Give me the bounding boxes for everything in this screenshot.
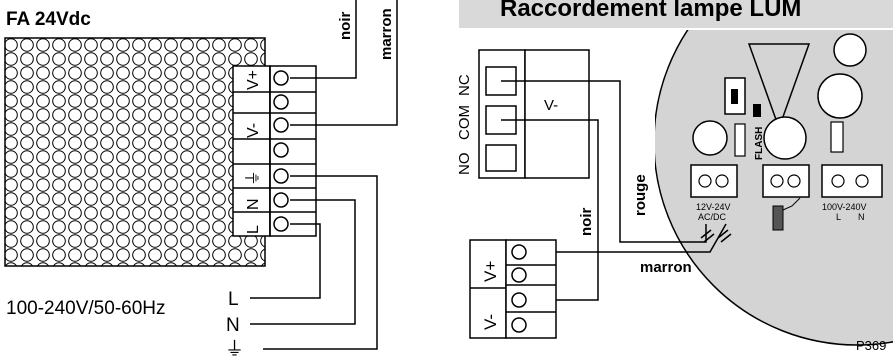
- wire-marron-right-label: marron: [640, 259, 692, 276]
- psu-vplus-label: V+: [245, 70, 262, 90]
- psu-block: [4, 37, 266, 267]
- lamp-wires: [501, 80, 732, 301]
- header-bar: [459, 0, 893, 28]
- supply-vplus-label: V+: [481, 261, 500, 282]
- wire-noir-right-label: noir: [578, 208, 595, 236]
- relay-nc-label: NC: [456, 74, 473, 96]
- relay-no-label: NO: [456, 153, 473, 176]
- psu-ground-label: ⏚: [244, 170, 262, 186]
- lamp-12v-label: 12V-24V: [696, 202, 731, 212]
- lamp-l-label: L: [836, 212, 841, 222]
- flash-label: FLASH: [754, 127, 765, 160]
- psu-l-label: L: [245, 225, 262, 234]
- lamp-100v-label: 100V-240V: [822, 202, 867, 212]
- psu-vminus-label: V-: [245, 123, 262, 138]
- mains-n-label: N: [226, 315, 240, 336]
- relay-vminus-label: V-: [544, 97, 558, 114]
- mains-l-label: L: [228, 289, 239, 310]
- relay-com-label: COM: [456, 105, 473, 140]
- psu-n-label: N: [245, 198, 262, 210]
- supply-terminal-block: [469, 239, 557, 339]
- diagram-code: P369: [856, 338, 886, 353]
- mains-ground-label: ⏚: [225, 339, 244, 356]
- wire-rouge-label: rouge: [632, 174, 649, 216]
- mains-wires: [250, 175, 378, 350]
- psu-terminal-block: [232, 65, 317, 237]
- lamp-terminal-12v: [690, 164, 738, 198]
- wire-noir-label: noir: [337, 12, 354, 40]
- relay-block: [478, 49, 590, 179]
- lamp-base: [655, 30, 893, 346]
- psu-title: FA 24Vdc: [6, 9, 91, 30]
- psu-vent-grid: [4, 37, 266, 267]
- psu-output-wires: [290, 0, 398, 126]
- lamp-acdc-label: AC/DC: [698, 212, 727, 222]
- wire-marron-label: marron: [378, 8, 395, 60]
- mains-voltage-label: 100-240V/50-60Hz: [6, 298, 166, 319]
- header-title: Raccordement lampe LUM: [500, 0, 801, 22]
- lamp-terminal-100v: [821, 164, 883, 198]
- supply-vminus-label: V-: [481, 314, 500, 330]
- lamp-n-label: N: [858, 212, 865, 222]
